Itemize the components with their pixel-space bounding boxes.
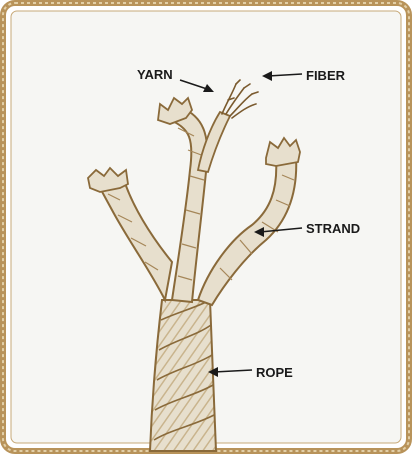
rope-label: ROPE (256, 365, 293, 380)
fiber-label: FIBER (306, 68, 346, 83)
strand-label: STRAND (306, 221, 360, 236)
yarn-label: YARN (137, 67, 173, 82)
right-strand-frayed-end (266, 138, 300, 166)
